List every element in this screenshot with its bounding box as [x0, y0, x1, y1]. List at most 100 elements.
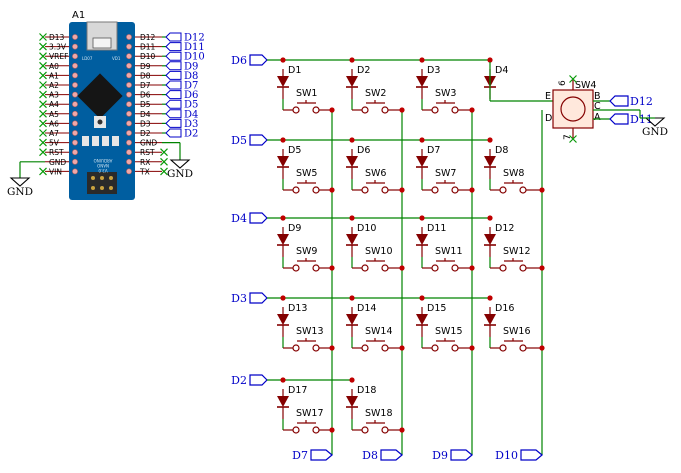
diode: D13 — [277, 303, 307, 337]
header-pad — [126, 130, 132, 136]
switch-contact — [361, 344, 369, 352]
net-label-text: D2 — [184, 129, 198, 140]
diode-triangle — [277, 156, 289, 167]
switch: SW3 — [422, 88, 473, 114]
no-connect-mark — [39, 100, 47, 109]
switch-label: SW6 — [365, 168, 386, 179]
arduino-right-pin: D2 — [140, 129, 151, 138]
diode-triangle — [484, 314, 496, 325]
switch-contact — [381, 426, 389, 434]
header-pad — [126, 120, 132, 127]
icsp-header — [87, 172, 117, 194]
switch-contact — [451, 264, 459, 272]
no-connect-mark — [39, 42, 47, 51]
junction-dot — [469, 107, 475, 113]
junction-dot — [329, 265, 335, 271]
arduino-right-pin: D8 — [140, 71, 151, 80]
encoder-pin-7: 7 — [563, 134, 573, 140]
reset-button-cap — [97, 119, 103, 125]
net-label-flag — [249, 212, 268, 224]
net-label-text: D2 — [231, 374, 247, 387]
switch-contact — [499, 344, 507, 352]
diode-triangle — [416, 76, 428, 87]
net-label: D10 — [165, 51, 205, 63]
diode: D9 — [277, 223, 301, 257]
header-pad — [72, 168, 78, 175]
switch: SW13 — [283, 326, 334, 352]
smd-led — [112, 136, 119, 146]
arduino-left-pin: A0 — [49, 62, 59, 71]
header-pad — [126, 139, 132, 146]
diode-label: D16 — [495, 303, 514, 314]
junction-dot — [469, 265, 475, 271]
junction-dot — [487, 295, 493, 301]
header-pad — [126, 72, 132, 79]
net-label-text: D12 — [630, 95, 653, 108]
switch: SW7 — [422, 168, 473, 194]
no-connect-mark — [39, 52, 47, 61]
diode-triangle — [346, 156, 358, 167]
net-label-text: D6 — [231, 54, 247, 67]
icsp-pin — [100, 186, 104, 190]
smd-led — [82, 136, 89, 146]
diode-label: D17 — [288, 385, 307, 396]
net-label-flag — [310, 449, 333, 461]
diode-label: D1 — [288, 65, 301, 76]
encoder-knob — [560, 96, 586, 122]
arduino-right-pin: D3 — [140, 119, 151, 128]
diode: D4 — [484, 65, 508, 99]
net-label-flag — [165, 51, 182, 61]
header-pad — [72, 62, 78, 69]
switch-contact — [499, 186, 507, 194]
switch-label: SW7 — [435, 168, 456, 179]
net-label-flag — [249, 292, 268, 304]
header-pad — [126, 91, 132, 98]
smd-led — [102, 136, 109, 146]
diode: D1 — [277, 65, 301, 99]
arduino-left-pin: 5V — [49, 139, 60, 148]
net-label-text: D7 — [184, 81, 198, 92]
ground-label: GND — [642, 126, 668, 138]
switch-contact — [431, 106, 439, 114]
arduino-right-pin: D11 — [140, 43, 156, 52]
switch-contact — [381, 344, 389, 352]
ground-triangle — [9, 177, 31, 187]
net-label-flag — [165, 90, 182, 100]
switch-contact — [451, 344, 459, 352]
mcu-chip — [77, 73, 123, 119]
arduino-right-pin: RST — [140, 148, 155, 157]
net-label-flag — [249, 134, 268, 146]
switch-label: SW11 — [435, 246, 463, 257]
net-label-text: D9 — [432, 449, 448, 462]
switch-contact — [361, 186, 369, 194]
switch-contact — [519, 344, 527, 352]
header-pad — [72, 158, 78, 165]
net-label: D12 — [165, 32, 205, 44]
switch: SW18 — [352, 408, 403, 434]
header-pad — [126, 53, 132, 60]
net-label: D2 — [231, 374, 268, 387]
switch: SW14 — [352, 326, 403, 352]
diode: D5 — [277, 145, 301, 179]
ground-symbol: GND — [167, 159, 193, 180]
ground-triangle — [169, 159, 191, 169]
junction-dot — [419, 215, 425, 221]
diode-triangle — [346, 396, 358, 407]
diode: D7 — [416, 145, 440, 179]
switch: SW11 — [422, 246, 473, 272]
no-connect-mark — [39, 33, 47, 41]
switch-contact — [292, 426, 300, 434]
arduino-left-pin: A5 — [49, 110, 59, 119]
net-label: D9 — [432, 449, 473, 462]
diode-label: D11 — [427, 223, 446, 234]
no-connect-mark — [160, 167, 168, 176]
diode-triangle — [346, 234, 358, 245]
junction-dot — [349, 57, 355, 63]
net-label: D11 — [165, 42, 205, 53]
net-label: D8 — [165, 70, 198, 82]
net-label-text: D8 — [184, 71, 198, 82]
net-label-flag — [165, 42, 182, 52]
net-label-text: D11 — [184, 42, 205, 53]
arduino-left-pin: GND — [49, 158, 66, 167]
junction-dot — [349, 137, 355, 143]
